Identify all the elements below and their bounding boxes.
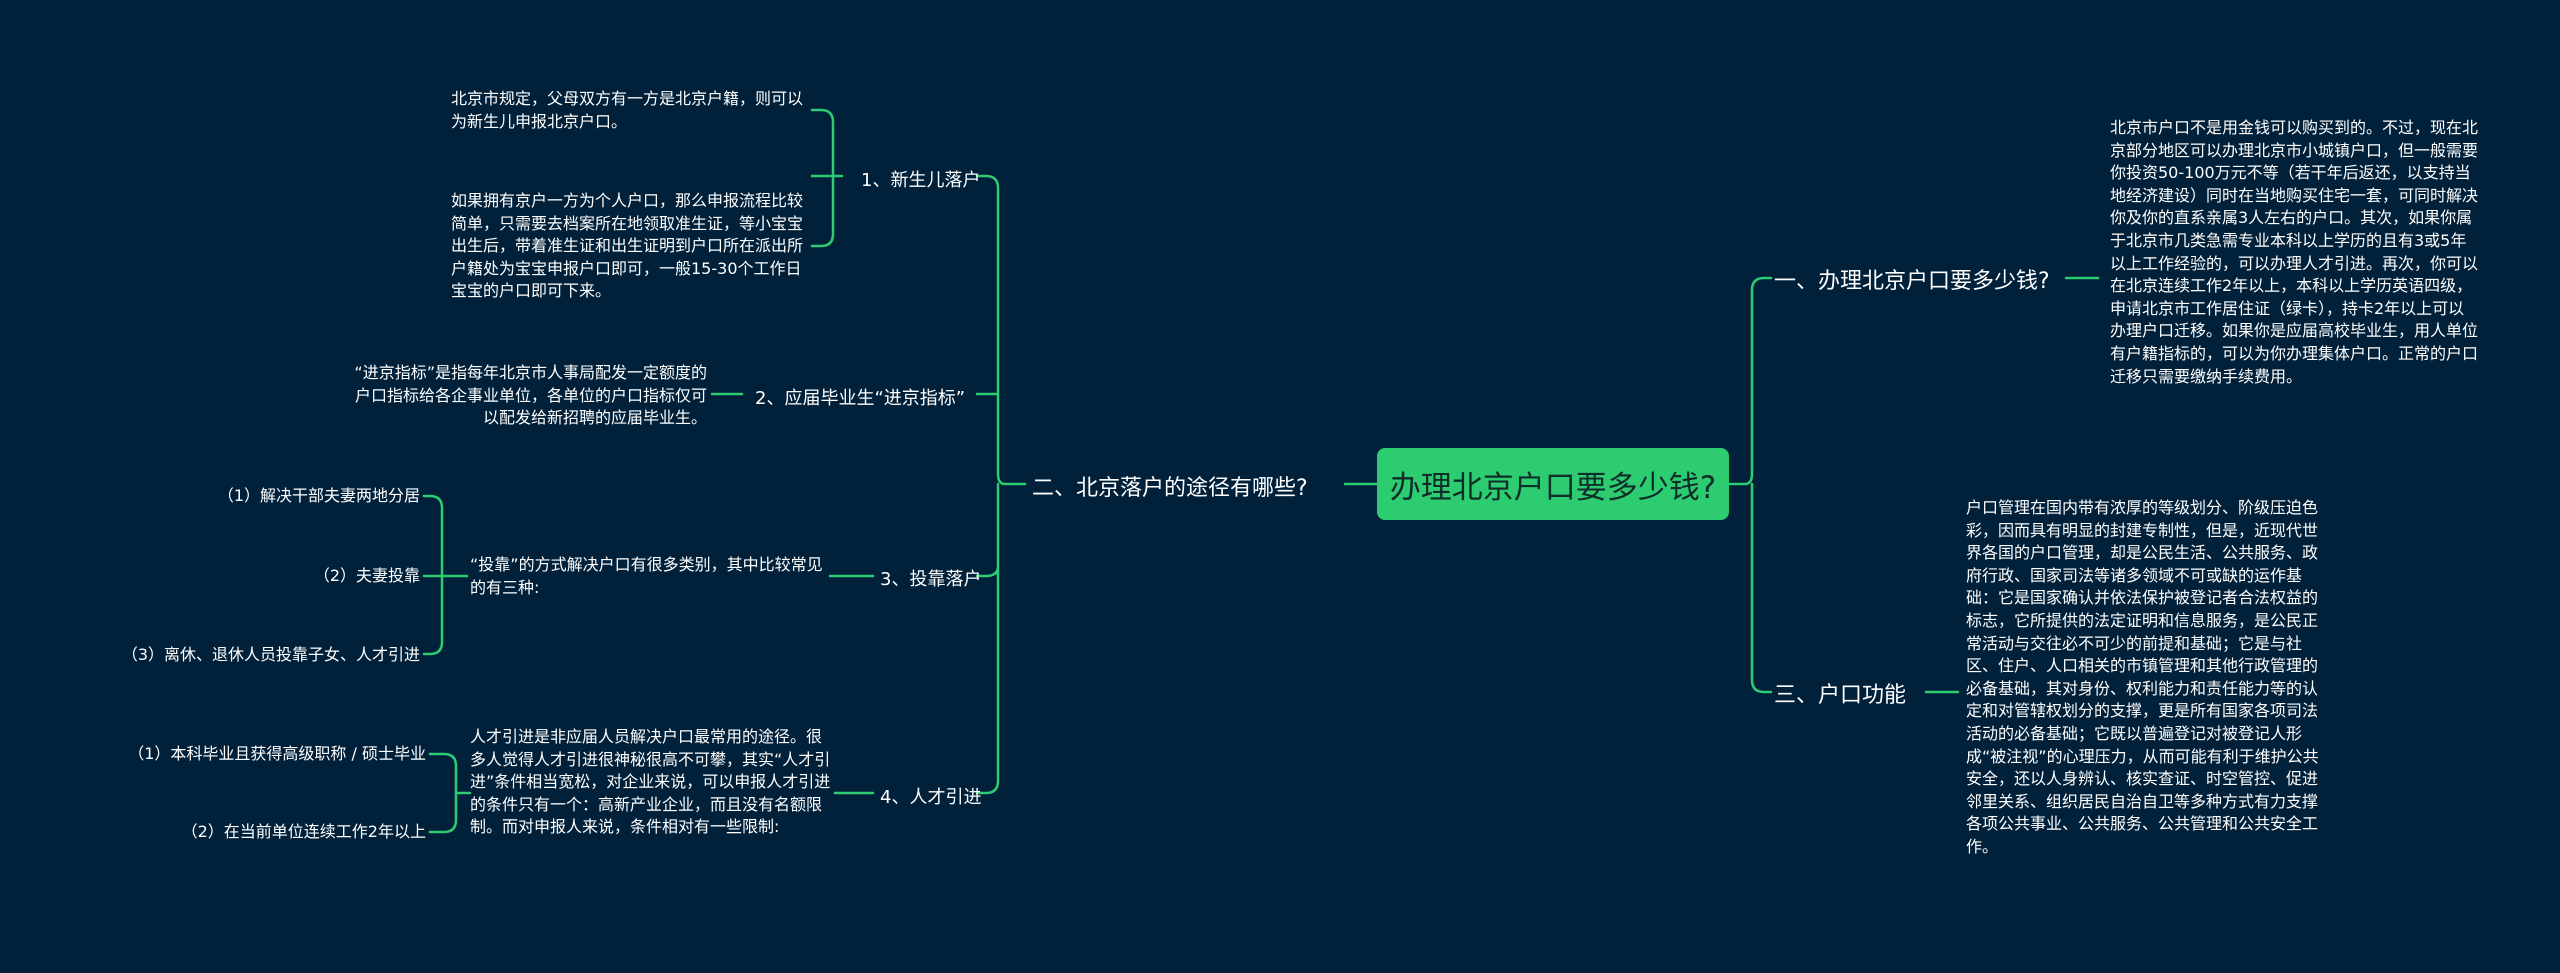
talent-item-1: （1）本科毕业且获得高级职称 / 硕士毕业	[128, 744, 426, 763]
link-b1	[810, 108, 844, 248]
function-topic[interactable]: 三、户口功能	[1774, 683, 1907, 708]
dependent-desc: “投靠”的方式解决户口有很多类别，其中比较常见的有三种:	[470, 555, 823, 597]
cost-text: 北京市户口不是用金钱可以购买到的。不过，现在北京部分地区可以办理北京市小城镇户口…	[2110, 118, 2479, 386]
newborn-item-2: 如果拥有京户一方为个人户口，那么申报流程比较简单，只需要去档案所在地领取准生证，…	[451, 191, 804, 301]
link-root-right	[1727, 276, 1773, 694]
link-b3-items	[422, 494, 469, 656]
dependent-item-3: （3）离休、退休人员投靠子女、人才引进	[121, 645, 420, 664]
link-left-branches	[975, 174, 1027, 795]
newborn-item-1: 北京市规定，父母双方有一方是北京户籍，则可以为新生儿申报北京户口。	[451, 89, 804, 131]
function-text: 户口管理在国内带有浓厚的等级划分、阶级压迫色彩，因而具有明显的封建专制性，但是，…	[1966, 498, 2319, 856]
talent-desc: 人才引进是非应届人员解决户口最常用的途径。很多人觉得人才引进很神秘很高不可攀，其…	[470, 727, 831, 837]
cost-topic[interactable]: 一、办理北京户口要多少钱?	[1774, 269, 2050, 294]
graduate-item-1: “进京指标”是指每年北京市人事局配发一定额度的户口指标给各企事业单位，各单位的户…	[354, 363, 707, 428]
link-b4-items	[428, 752, 472, 834]
routes-topic[interactable]: 二、北京落户的途径有哪些?	[1032, 476, 1308, 501]
branch-dependent[interactable]: 3、投靠落户	[880, 569, 982, 590]
dependent-item-1: （1）解决干部夫妻两地分居	[217, 486, 420, 505]
branch-newborn[interactable]: 1、新生儿落户	[861, 170, 981, 191]
root-node[interactable]: 办理北京户口要多少钱?	[1377, 448, 1729, 520]
branch-talent[interactable]: 4、人才引进	[880, 787, 982, 808]
branch-graduate[interactable]: 2、应届毕业生“进京指标”	[755, 388, 966, 409]
dependent-item-2: （2）夫妻投靠	[313, 566, 420, 585]
talent-item-2: （2）在当前单位连续工作2年以上	[181, 822, 426, 841]
